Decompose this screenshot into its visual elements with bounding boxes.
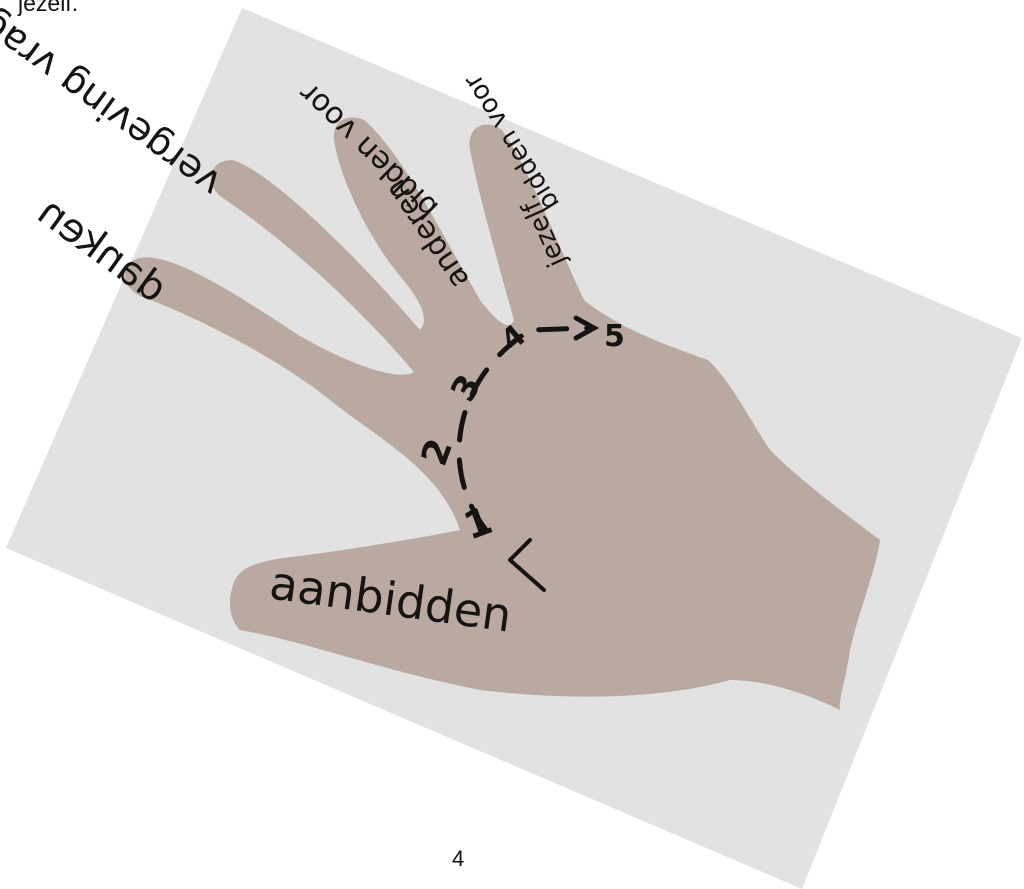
step-number: 5 (604, 319, 625, 354)
page-number: 4 (452, 846, 464, 872)
label-middle-finger: vergeving vragen (0, 0, 229, 206)
